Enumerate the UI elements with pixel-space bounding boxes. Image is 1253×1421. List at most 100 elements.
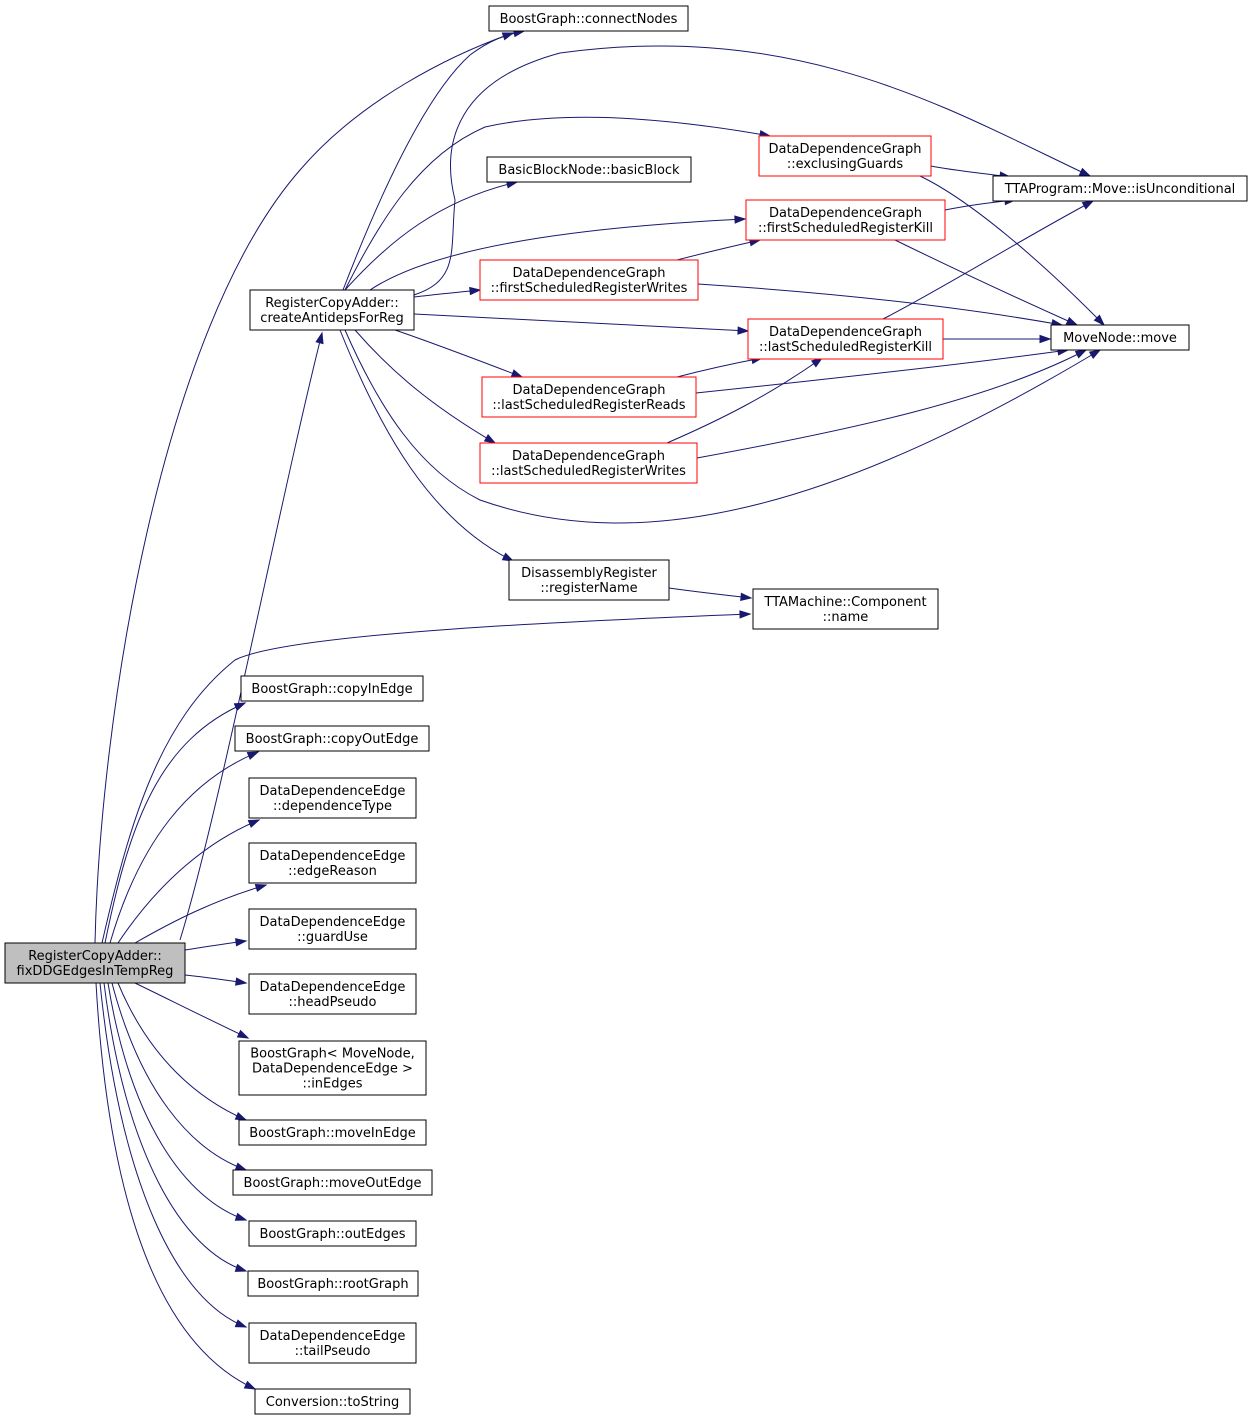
node-regName[interactable]: DisassemblyRegister::registerName xyxy=(508,559,670,601)
edge-line xyxy=(107,982,247,1221)
node-box xyxy=(248,973,417,1015)
node-label: DataDependenceGraph xyxy=(512,383,665,398)
node-label: DataDependenceEdge xyxy=(260,915,406,930)
node-label: BoostGraph::connectNodes xyxy=(500,12,678,27)
node-box xyxy=(248,777,417,819)
node-copyIn[interactable]: BoostGraph::copyInEdge xyxy=(240,675,424,702)
node-label: DataDependenceGraph xyxy=(768,142,921,157)
arrowhead xyxy=(737,326,750,335)
node-label: DataDependenceGraph xyxy=(512,266,665,281)
edge-line xyxy=(696,349,1087,459)
edge-line xyxy=(104,702,246,944)
node-isUncond[interactable]: TTAProgram::Move::isUnconditional xyxy=(992,175,1248,202)
edge-line xyxy=(882,200,1094,320)
node-label: DataDependenceEdge > xyxy=(252,1062,413,1077)
edge-fix-to-moveIn xyxy=(117,982,248,1121)
edge-exclGuards-to-moveNode xyxy=(919,175,1106,327)
node-compName[interactable]: TTAMachine::Component::name xyxy=(752,588,939,630)
node-fix[interactable]: RegisterCopyAdder::fixDDGEdgesInTempReg xyxy=(4,942,186,984)
edge-line xyxy=(109,751,259,944)
node-moveIn[interactable]: BoostGraph::moveInEdge xyxy=(238,1119,427,1146)
node-moveOut[interactable]: BoostGraph::moveOutEdge xyxy=(232,1169,433,1196)
node-label: fixDDGEdgesInTempReg xyxy=(17,964,174,979)
edge-createAnti-to-lastKill xyxy=(413,313,750,335)
node-label: createAntidepsForReg xyxy=(260,311,403,326)
edge-line xyxy=(676,239,761,261)
node-label: DataDependenceGraph xyxy=(769,325,922,340)
node-exclGuards[interactable]: DataDependenceGraph::exclusingGuards xyxy=(758,135,932,177)
edge-line xyxy=(117,819,260,944)
node-basicBlock[interactable]: BasicBlockNode::basicBlock xyxy=(486,156,692,183)
arrowhead xyxy=(247,819,261,828)
edge-line xyxy=(103,982,247,1272)
node-rootGraph[interactable]: BoostGraph::rootGraph xyxy=(247,1270,419,1297)
arrowhead xyxy=(254,883,268,893)
node-outEdges[interactable]: BoostGraph::outEdges xyxy=(248,1220,417,1247)
node-box xyxy=(254,1388,411,1415)
node-label: BoostGraph::copyOutEdge xyxy=(246,732,419,747)
node-box xyxy=(249,289,415,331)
edge-line xyxy=(354,329,496,444)
edge-fix-to-inEdges xyxy=(134,982,250,1039)
node-firstWrites[interactable]: DataDependenceGraph::firstScheduledRegis… xyxy=(479,259,699,301)
node-label: BoostGraph< MoveNode, xyxy=(250,1047,415,1062)
edge-regName-to-compName xyxy=(668,587,753,602)
node-guardUse[interactable]: DataDependenceEdge::guardUse xyxy=(248,908,417,950)
node-lastReads[interactable]: DataDependenceGraph::lastScheduledRegist… xyxy=(481,376,697,418)
node-inEdges[interactable]: BoostGraph< MoveNode,DataDependenceEdge … xyxy=(238,1040,427,1096)
edge-createAnti-to-moveNode xyxy=(344,329,1102,524)
node-label: TTAMachine::Component xyxy=(763,595,926,610)
node-label: BoostGraph::rootGraph xyxy=(257,1277,408,1292)
node-label: DataDependenceEdge xyxy=(260,1329,406,1344)
edge-line xyxy=(101,613,751,944)
node-box xyxy=(479,442,698,484)
node-depType[interactable]: DataDependenceEdge::dependenceType xyxy=(248,777,417,819)
node-label: RegisterCopyAdder:: xyxy=(28,949,162,964)
edge-line xyxy=(344,116,771,291)
arrowhead xyxy=(234,1111,248,1121)
edge-lastKill-to-moveNode xyxy=(943,334,1052,344)
arrowhead xyxy=(739,610,752,619)
node-createAnti[interactable]: RegisterCopyAdder::createAntidepsForReg xyxy=(249,289,415,331)
edge-line xyxy=(179,332,323,941)
node-edgeReason[interactable]: DataDependenceEdge::edgeReason xyxy=(248,842,417,884)
node-firstKill[interactable]: DataDependenceGraph::firstScheduledRegis… xyxy=(745,199,946,241)
node-label: BoostGraph::copyInEdge xyxy=(251,682,412,697)
node-label: ::edgeReason xyxy=(288,864,377,879)
node-toString[interactable]: Conversion::toString xyxy=(254,1388,411,1415)
arrowhead xyxy=(235,938,248,947)
node-box xyxy=(992,175,1248,202)
node-lastWrites[interactable]: DataDependenceGraph::lastScheduledRegist… xyxy=(479,442,698,484)
arrowhead xyxy=(510,369,524,378)
node-label: ::name xyxy=(823,610,869,625)
edge-line xyxy=(695,349,1069,394)
arrowhead xyxy=(469,286,482,296)
node-box xyxy=(240,675,424,702)
edge-line xyxy=(344,181,518,291)
node-box xyxy=(481,376,697,418)
node-headPseudo[interactable]: DataDependenceEdge::headPseudo xyxy=(248,973,417,1015)
edge-fix-to-edgeReason xyxy=(134,883,268,944)
node-label: ::dependenceType xyxy=(273,799,392,814)
node-lastKill[interactable]: DataDependenceGraph::lastScheduledRegist… xyxy=(747,318,944,360)
node-moveNode[interactable]: MoveNode::move xyxy=(1050,324,1190,351)
edge-line xyxy=(668,587,752,599)
node-copyOut[interactable]: BoostGraph::copyOutEdge xyxy=(234,725,430,752)
node-box xyxy=(752,588,939,630)
arrowhead xyxy=(246,751,260,760)
node-label: ::guardUse xyxy=(297,930,368,945)
arrowhead xyxy=(243,1380,257,1390)
node-label: DataDependenceGraph xyxy=(769,206,922,221)
edge-fix-to-moveOut xyxy=(111,982,248,1171)
node-box xyxy=(238,1119,427,1146)
edge-fix-to-tailPseudo xyxy=(99,982,248,1328)
edge-line xyxy=(94,32,514,944)
edge-fix-to-guardUse xyxy=(184,938,248,951)
edge-line xyxy=(117,982,247,1121)
arrowhead xyxy=(236,1029,250,1039)
node-connect[interactable]: BoostGraph::connectNodes xyxy=(488,5,689,32)
node-label: ::exclusingGuards xyxy=(787,157,904,172)
node-tailPseudo[interactable]: DataDependenceEdge::tailPseudo xyxy=(248,1322,417,1364)
node-box xyxy=(486,156,692,183)
